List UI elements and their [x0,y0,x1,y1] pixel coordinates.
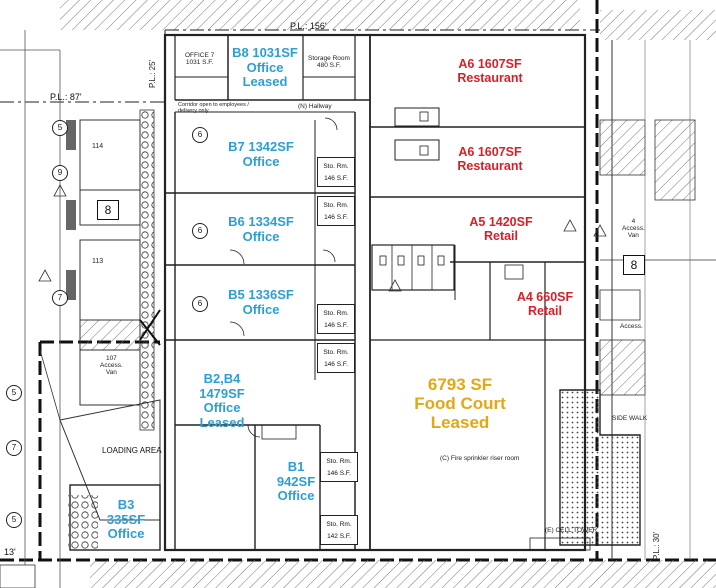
landscape-strip-left [139,109,155,431]
hallway-label: (N) Hallway [298,103,332,110]
property-line-left-label: P.L.: 87' [50,92,82,102]
storage-room-b7: Sto. Rm.146 S.F. [317,157,355,187]
grid-marker: 6 [192,127,208,143]
storage-room-b1: Sto. Rm.146 S.F. [320,452,358,482]
grid-marker: 6 [192,296,208,312]
storage-room-b2b4: Sto. Rm.146 S.F. [317,343,355,373]
grid-marker: 5 [52,120,68,136]
storage-room-b1-small: Sto. Rm.142 S.F. [320,515,358,545]
parking-count-left: 8 [97,200,119,220]
grid-marker: 5 [6,512,22,528]
street-hatch-bottom [90,560,716,588]
grid-marker: 5 [6,385,22,401]
bottom-left-dimension: 13' [4,547,16,557]
building-outline [163,33,587,552]
neighbor-hatch-top [60,0,580,30]
parking-stall-114: 114 [92,143,104,150]
loading-area-label: LOADING AREA [102,446,162,455]
restroom-cluster [371,244,455,291]
sidewalk-label: SIDE WALK [612,415,648,422]
grid-marker: 7 [6,440,22,456]
storage-room-b6: Sto. Rm.146 S.F. [317,196,355,226]
grid-marker: 7 [52,290,68,306]
storage-room-b5: Sto. Rm.146 S.F. [317,304,355,334]
cell-tower-label: (E) CELL TOWER [545,527,598,534]
sprinkler-riser-label: (C) Fire sprinkler riser room [440,455,520,462]
corridor-note: Corridor open to employees / delivery on… [178,102,249,115]
neighbor-hatch-right [600,10,716,40]
parking-count-right: 8 [623,255,645,275]
property-line-right-vertical-label: P.L.: 30' [652,531,661,560]
grid-marker: 6 [192,223,208,239]
property-line-left-vertical-label: P.L.: 25' [148,59,157,88]
parking-bay-114 [79,119,141,191]
cell-tower-pad [559,389,641,546]
parking-stall-113: 113 [92,258,104,265]
grid-marker: 9 [52,165,68,181]
property-line-top-label: P.L.: 156' [290,21,327,31]
parking-bay-113 [79,239,141,321]
access-right-2-label: Access. [620,323,643,330]
